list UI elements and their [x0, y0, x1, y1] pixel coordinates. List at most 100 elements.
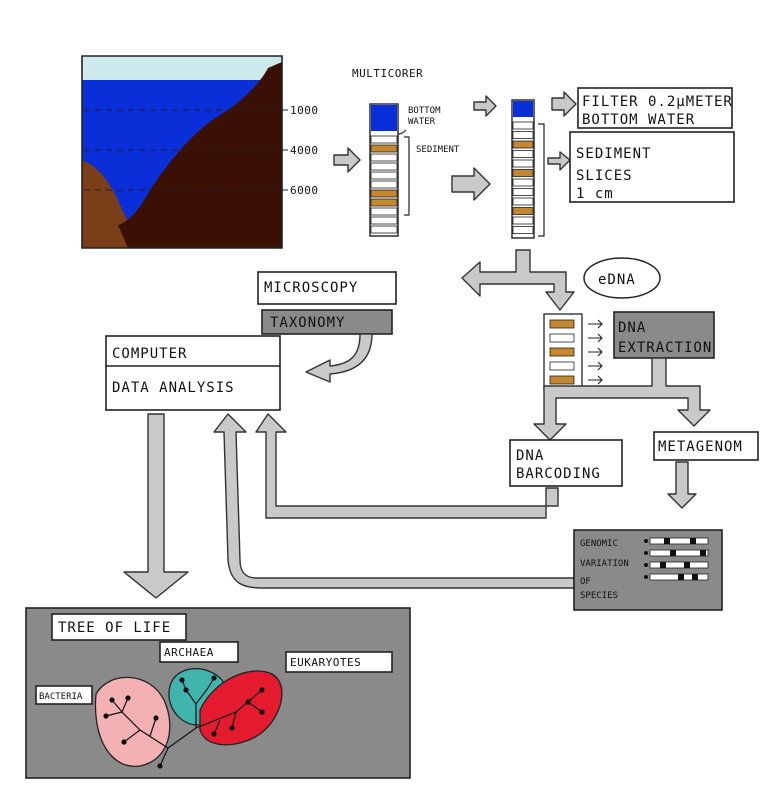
- genomic-label-2: VARIATION: [580, 559, 629, 569]
- genome-variant-mark: [664, 538, 670, 544]
- ocean-cross-section: 1000 4000 6000: [81, 55, 319, 249]
- slices-bracket: [538, 123, 545, 237]
- genome-bullet: [644, 539, 648, 543]
- arrow-extraction-split: [533, 357, 711, 441]
- taxonomy-box: [261, 309, 393, 335]
- arrow-barcoding-to-computer: [255, 413, 559, 519]
- core2-slice: [512, 226, 534, 234]
- computer-box: [105, 335, 281, 411]
- genome-bars: [644, 537, 709, 581]
- core2-slice: [512, 159, 534, 168]
- section-frame: [81, 55, 283, 249]
- phylogeny-tips: [103, 675, 265, 769]
- genome-variant-mark: [678, 574, 684, 580]
- tree-tip: [229, 725, 235, 731]
- eukaryotes-box: [285, 651, 393, 673]
- genome-variant-mark: [690, 538, 696, 544]
- core2-slice: [512, 150, 534, 158]
- phylogeny-branches: [105, 677, 263, 767]
- core1-slice: [370, 180, 398, 189]
- bacteria-box: [35, 685, 93, 705]
- arrow-to-slices: [547, 151, 571, 171]
- genome-variant-mark: [670, 550, 676, 556]
- extraction-slice: [549, 333, 575, 343]
- genome-bullet: [644, 575, 648, 579]
- filter-text-1: FILTER 0.2µMETER: [582, 94, 733, 110]
- sediment-label: SEDIMENT: [416, 145, 460, 155]
- depth-label-1000: 1000: [290, 104, 319, 117]
- seafloor-slope: [118, 62, 282, 248]
- genome-bar: [649, 549, 709, 557]
- barcoding-label-2: BARCODING: [516, 466, 601, 482]
- tree-tip: [245, 699, 251, 705]
- genome-bar: [649, 561, 709, 569]
- tree-tip: [125, 695, 131, 701]
- small-arrow-icon: [588, 333, 603, 343]
- data-analysis-label: DATA ANALYSIS: [112, 380, 235, 396]
- computer-label: COMPUTER: [112, 346, 187, 362]
- extraction-slice: [549, 319, 575, 329]
- edna-bubble: [583, 257, 661, 299]
- arrow-to-filter: [551, 91, 577, 117]
- core2-slice: [512, 197, 534, 206]
- depth-label-4000: 4000: [290, 144, 319, 157]
- core2-slice: [512, 216, 534, 225]
- genome-bullet: [644, 551, 648, 555]
- microscopy-label: MICROSCOPY: [264, 280, 358, 296]
- tree-tip: [183, 687, 189, 693]
- barcoding-label-1: DNA: [516, 448, 544, 464]
- bottom-water-leader: [397, 129, 407, 135]
- tree-tip: [211, 675, 217, 681]
- core2-slice: [512, 188, 534, 196]
- core2-slice: [512, 140, 534, 149]
- extraction-label-1: DNA: [618, 320, 646, 336]
- core2-slice: [512, 207, 534, 215]
- multicorer-label: MULTICORER: [352, 67, 423, 80]
- core1-slice: [370, 216, 398, 225]
- slice-arrows: [588, 319, 603, 385]
- arrow-sediment-to-tube: [451, 167, 491, 201]
- tree-title-box: [51, 613, 187, 641]
- core1-slice: [370, 189, 398, 198]
- filter-box: [577, 87, 733, 129]
- core1-slice: [370, 198, 398, 207]
- core2-slice: [512, 178, 534, 187]
- slices-text-1: SEDIMENT: [576, 146, 651, 162]
- genome-bar: [649, 537, 709, 545]
- metagenome-box: [653, 431, 759, 461]
- core1-slice: [370, 171, 398, 180]
- small-arrow-icon: [588, 375, 603, 385]
- microscopy-box: [257, 271, 397, 305]
- split-arrow: [461, 249, 575, 311]
- archaea-box: [159, 641, 239, 663]
- extraction-box: [613, 311, 715, 359]
- genome-variant-mark: [660, 562, 666, 568]
- arrow-to-genomic: [667, 461, 697, 509]
- metagenome-label: METAGENOM: [658, 439, 743, 455]
- arrow-to-core: [333, 147, 361, 173]
- bottom-water-label-1: BOTTOM: [408, 106, 441, 116]
- core-tube-1: [369, 103, 399, 237]
- tree-tip: [259, 709, 265, 715]
- small-arrow-icon: [588, 347, 603, 357]
- small-arrow-icon: [588, 361, 603, 371]
- extraction-slice: [549, 375, 575, 385]
- core-tube-2: [511, 99, 535, 239]
- slices-text-2: SLICES: [576, 168, 633, 184]
- extraction-slice: [549, 361, 575, 371]
- genome-variant-mark: [700, 550, 706, 556]
- arrow-water-to-tube: [473, 95, 497, 117]
- genome-variant-mark: [684, 562, 690, 568]
- tree-tip: [259, 687, 265, 693]
- core1-slice: [370, 135, 398, 144]
- genomic-label-3: OF: [580, 577, 591, 587]
- core1-slice: [370, 162, 398, 171]
- extraction-slice: [549, 347, 575, 357]
- archaea-label: ARCHAEA: [164, 646, 214, 659]
- eukaryotes-label: EUKARYOTES: [290, 656, 361, 669]
- slices-box: [569, 131, 735, 203]
- arrow-genomic-to-computer: [213, 413, 575, 589]
- small-arrow-icon: [588, 319, 603, 329]
- tree-tip: [211, 731, 217, 737]
